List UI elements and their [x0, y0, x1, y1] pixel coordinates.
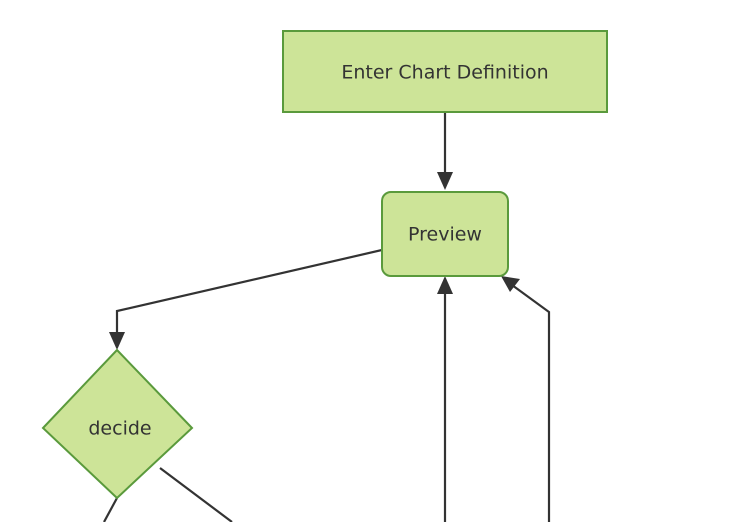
node-shape-rounded-rectangle[interactable]	[381, 191, 509, 277]
edge-preview-to-decide	[109, 248, 383, 350]
node-enter-chart-definition[interactable]: Enter Chart Definition	[282, 30, 608, 113]
edge-enter-to-preview	[437, 112, 453, 190]
arrowhead-icon	[501, 276, 520, 292]
edge-decide-bottom-right	[159, 467, 233, 522]
edge-line	[115, 248, 383, 336]
arrowhead-icon	[109, 332, 125, 350]
arrowhead-icon	[437, 276, 453, 294]
edge-bottom-right-to-preview	[501, 276, 551, 522]
arrowhead-icon	[437, 172, 453, 190]
node-shape-rectangle[interactable]	[282, 30, 608, 113]
edge-line	[159, 467, 233, 522]
node-preview[interactable]: Preview	[381, 191, 509, 277]
edge-line	[511, 284, 551, 522]
edge-decide-bottom-left	[103, 497, 118, 522]
node-shape-diamond[interactable]	[41, 348, 194, 500]
edge-line	[103, 497, 118, 522]
edge-bottom-center-to-preview	[437, 276, 453, 522]
